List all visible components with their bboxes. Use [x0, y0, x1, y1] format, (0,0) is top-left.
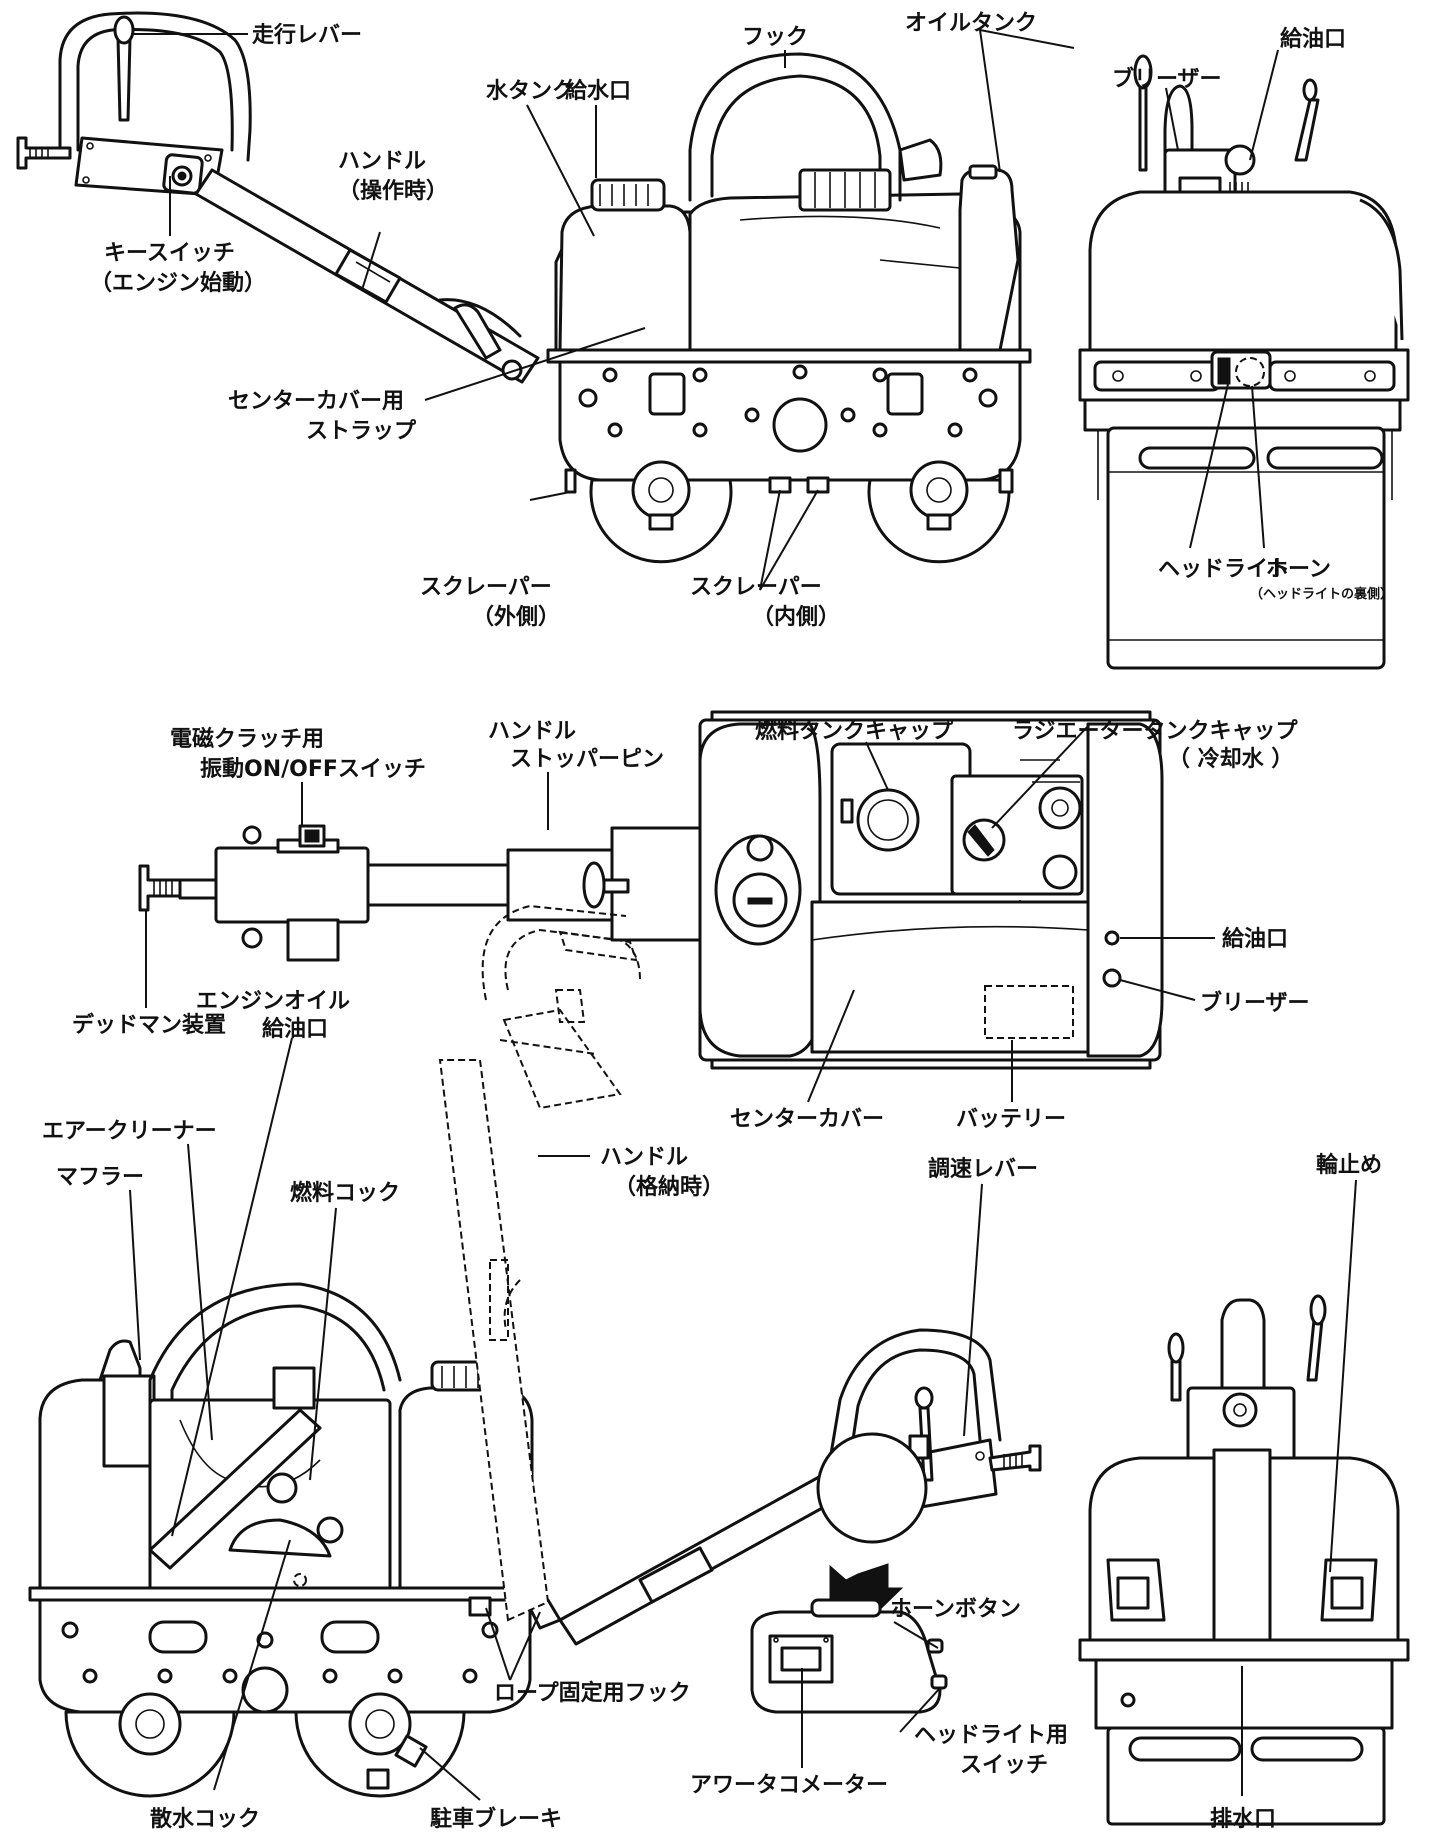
label-water-inlet: 給水口 [565, 78, 631, 104]
label-deadman: デッドマン装置 [72, 1012, 226, 1038]
label-radiator-cap-2: （ 冷却水 ） [1168, 746, 1293, 772]
label-horn-1: ホーン [1266, 557, 1331, 582]
label-scraper-outer-2: （外側） [472, 604, 560, 630]
label-clutch-switch-1: 電磁クラッチ用 [170, 726, 324, 752]
label-clutch-switch-2: 振動ON/OFFスイッチ [200, 757, 426, 782]
label-breather-mid: ブリーザー [1200, 990, 1310, 1016]
side-view-operating [16, 11, 1032, 564]
label-oil-filler-top: 給油口 [1280, 26, 1346, 52]
label-muffler: マフラー [56, 1165, 144, 1190]
label-scraper-inner-2: （内側） [752, 605, 840, 630]
label-scraper-outer-1: スクレーパー [420, 575, 552, 600]
label-drain: 排水口 [1210, 1807, 1276, 1832]
label-handle-stored-1: ハンドル [600, 1145, 688, 1170]
label-hook: フック [742, 25, 808, 50]
label-center-cover: センターカバー [730, 1107, 884, 1132]
label-air-cleaner: エアークリーナー [42, 1119, 217, 1144]
label-handle-operating-2: （操作時） [338, 179, 448, 204]
label-headlight-switch-1: ヘッドライト用 [914, 1723, 1068, 1748]
label-handle-operating-1: ハンドル [338, 149, 426, 174]
side-view-stored [28, 904, 1042, 1798]
label-sprinkler-cock: 散水コック [150, 1807, 260, 1832]
label-headlight-switch-2: スイッチ [960, 1753, 1048, 1778]
label-hour-meter: アワータコメーター [690, 1773, 888, 1798]
label-breather-top: ブリーザー [1112, 66, 1222, 92]
label-headlight: ヘッドライト [1158, 557, 1290, 582]
label-handle-stopper-2: ストッパーピン [510, 747, 664, 772]
label-scraper-inner-1: スクレーパー [690, 575, 822, 600]
label-handle-stored-2: （格納時） [614, 1174, 724, 1200]
label-rope-hook: ロープ固定用フック [494, 1680, 691, 1706]
label-key-switch-2: （エンジン始動） [90, 270, 266, 296]
label-fuel-tank-cap: 燃料タンクキャップ [755, 718, 954, 744]
label-parking-brake: 駐車ブレーキ [430, 1806, 562, 1832]
label-oil-tank: オイルタンク [905, 11, 1037, 36]
label-battery: バッテリー [956, 1107, 1066, 1132]
label-fuel-cock: 燃料コック [290, 1180, 400, 1206]
label-oil-filler-mid: 給油口 [1222, 926, 1288, 952]
label-wheel-stop: 輪止め [1316, 1152, 1382, 1178]
leader-lines [129, 29, 1357, 1801]
label-horn-2: （ヘッドライトの裏側） [1250, 586, 1393, 602]
label-key-switch-1: キースイッチ [104, 241, 235, 266]
text-labels: 走行レバー フック オイルタンク 水タンク 給水口 ハンドル （操作時） キース… [42, 11, 1393, 1832]
label-handle-stopper-1: ハンドル [488, 719, 576, 744]
label-speed-lever: 調速レバー [928, 1156, 1038, 1182]
top-view [138, 710, 1164, 1070]
label-center-cover-strap-1: センターカバー用 [228, 389, 404, 414]
label-center-cover-strap-2: ストラップ [306, 419, 417, 444]
label-horn-button: ホーンボタン [890, 1597, 1021, 1622]
rear-view [1078, 1294, 1410, 1826]
label-travel-lever: 走行レバー [252, 22, 362, 48]
label-engine-oil-1: エンジンオイル [196, 989, 350, 1014]
label-engine-oil-2: 給油口 [262, 1016, 328, 1042]
front-view-top [1078, 54, 1410, 670]
label-water-tank: 水タンク [486, 79, 574, 104]
label-radiator-cap-1: ラジエータータンクキャップ [1012, 719, 1299, 744]
